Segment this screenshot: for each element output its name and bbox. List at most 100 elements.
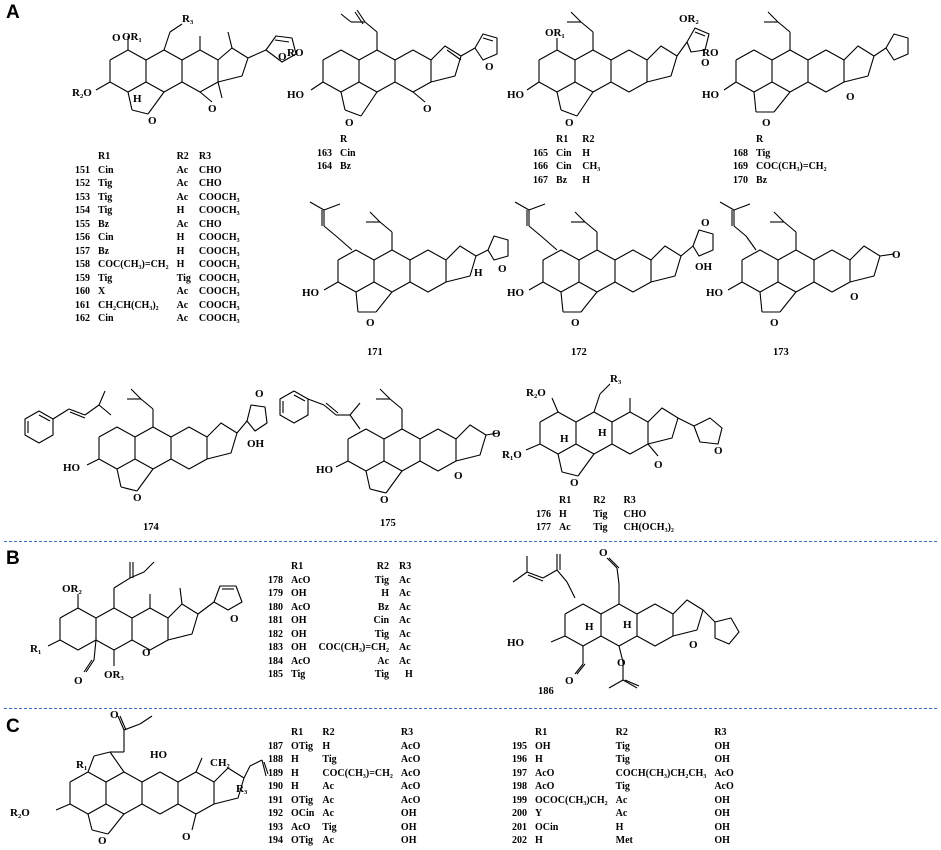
svg-text:OR₂: OR₂ (62, 583, 83, 595)
svg-text:HO: HO (302, 287, 320, 299)
compound-id-174: 174 (143, 522, 159, 533)
svg-text:O: O (892, 249, 901, 261)
svg-text:O: O (571, 317, 580, 329)
svg-text:O: O (345, 117, 354, 129)
svg-text:HO: HO (150, 749, 168, 761)
svg-text:OH: OH (247, 438, 265, 450)
svg-text:O: O (599, 547, 608, 559)
structure-168-170: RO HO O O (702, 11, 909, 129)
svg-text:O: O (762, 117, 771, 129)
svg-text:O: O (110, 709, 119, 721)
svg-text:O: O (142, 647, 151, 659)
compound-id-171: 171 (367, 347, 383, 358)
separator-ab (4, 541, 937, 542)
svg-text:O: O (255, 388, 264, 400)
svg-text:O: O (770, 317, 779, 329)
svg-text:O: O (74, 675, 83, 687)
svg-text:OR₃: OR₃ (104, 669, 125, 681)
svg-text:HO: HO (316, 464, 334, 476)
svg-text:OR₁: OR₁ (122, 31, 142, 43)
svg-text:R₁: R₁ (76, 759, 87, 771)
structure-173: HO O O O (706, 201, 901, 329)
structure-175: HO O O O (279, 388, 501, 506)
svg-text:R₂O: R₂O (72, 87, 92, 99)
svg-text:O: O (133, 492, 142, 504)
panel-label-a: A (6, 2, 20, 23)
structure-165-167: OR₁ OR₂ HO O O (507, 11, 710, 129)
svg-text:O: O (278, 51, 287, 63)
structure-174: HO O O OH (24, 388, 268, 504)
structure-171: HO O H O (302, 201, 509, 329)
svg-text:O: O (230, 613, 239, 625)
separator-bc (4, 708, 937, 709)
svg-text:O: O (208, 103, 217, 115)
svg-text:O: O (366, 317, 375, 329)
svg-text:H: H (133, 93, 142, 105)
svg-text:O: O (850, 291, 859, 303)
svg-text:R₁O: R₁O (502, 449, 522, 461)
svg-text:H: H (598, 427, 607, 439)
structure-163-164: RO HO O O O (287, 9, 498, 129)
svg-text:HO: HO (507, 637, 525, 649)
svg-text:O: O (98, 835, 107, 847)
svg-text:RO: RO (287, 47, 304, 59)
svg-text:O: O (423, 103, 432, 115)
svg-text:H: H (585, 621, 594, 633)
svg-text:R₂O: R₂O (10, 807, 30, 819)
svg-text:HO: HO (507, 287, 525, 299)
svg-text:R₃: R₃ (610, 373, 622, 385)
svg-text:O: O (492, 428, 501, 440)
svg-text:OR₁: OR₁ (545, 27, 565, 39)
svg-text:R₃: R₃ (182, 13, 194, 25)
svg-text:O: O (182, 831, 191, 843)
svg-text:O: O (380, 494, 389, 506)
svg-text:O: O (454, 470, 463, 482)
structure-172: HO O O OH (507, 201, 714, 329)
svg-text:R₁: R₁ (30, 643, 41, 655)
svg-text:O: O (498, 263, 507, 275)
structure-187-202: R₁ R₂O HO CH₂ R₃ O O O (10, 709, 269, 847)
compound-id-173: 173 (773, 347, 789, 358)
svg-text:H: H (623, 619, 632, 631)
svg-text:CH₂: CH₂ (210, 757, 231, 769)
svg-text:O: O (701, 57, 710, 69)
svg-text:HO: HO (63, 462, 81, 474)
svg-text:O: O (148, 115, 157, 127)
svg-text:O: O (565, 675, 574, 687)
svg-text:HO: HO (507, 89, 525, 101)
svg-text:HO: HO (706, 287, 724, 299)
svg-text:O: O (701, 217, 710, 229)
svg-text:HO: HO (702, 89, 720, 101)
svg-text:O: O (565, 117, 574, 129)
structure-176-177: R₂O R₃ R₁O H H O O O (502, 373, 723, 489)
svg-text:H: H (560, 433, 569, 445)
svg-text:R₃: R₃ (236, 783, 248, 795)
compound-id-186: 186 (538, 686, 554, 697)
svg-text:O: O (617, 657, 626, 669)
compound-id-172: 172 (571, 347, 587, 358)
svg-text:O: O (112, 32, 121, 44)
svg-text:O: O (485, 61, 494, 73)
svg-text:RO: RO (702, 47, 719, 59)
svg-text:HO: HO (287, 89, 305, 101)
svg-text:O: O (846, 91, 855, 103)
svg-text:OH: OH (695, 261, 713, 273)
svg-text:OR₂: OR₂ (679, 13, 700, 25)
svg-text:O: O (689, 639, 698, 651)
svg-text:R₂O: R₂O (526, 387, 546, 399)
svg-text:H: H (474, 267, 483, 279)
compound-id-175: 175 (380, 518, 396, 529)
structure-178-185: OR₂ R₁ O OR₃ O O (30, 561, 243, 687)
panel-label-c: C (6, 716, 20, 737)
structure-186: HO O O O H H O (507, 547, 740, 689)
svg-text:O: O (570, 477, 579, 489)
